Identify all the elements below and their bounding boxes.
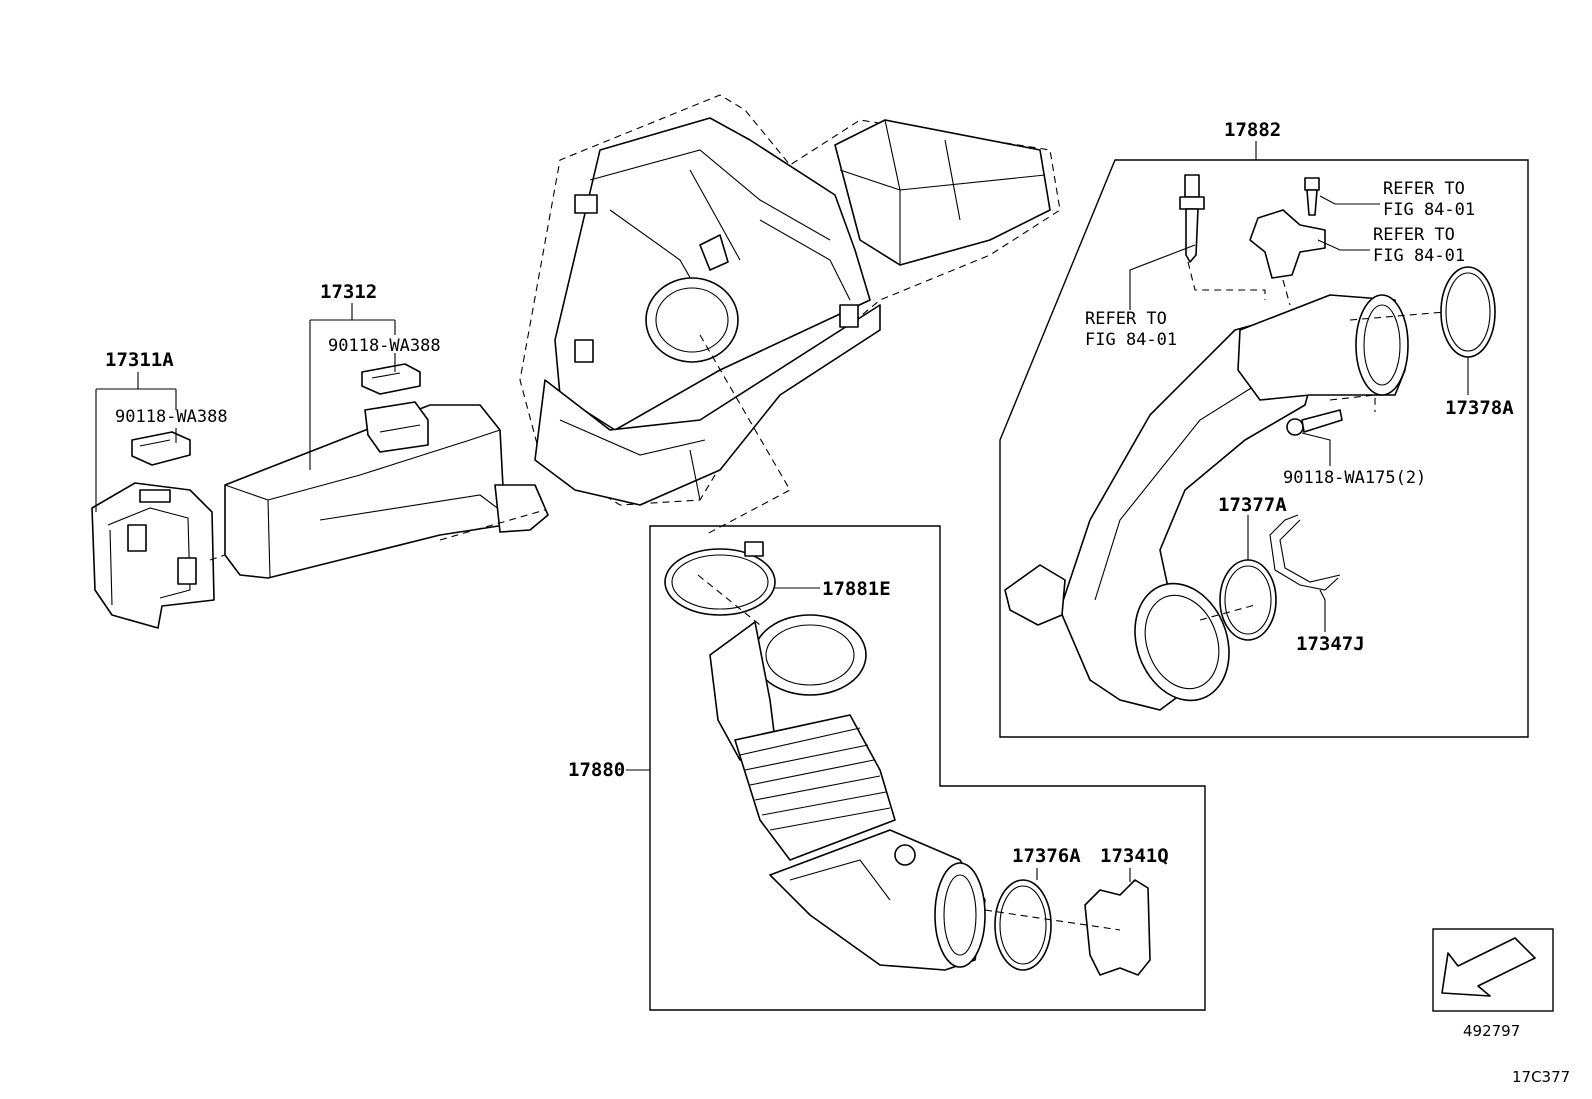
part-17378A-ring [1440, 266, 1496, 358]
label-90118-WA388-b: 90118-WA388 [328, 336, 441, 356]
direction-indicator [1432, 928, 1554, 1012]
part-17882-pipe [1004, 294, 1409, 711]
label-17378A: 17378A [1445, 397, 1514, 419]
figure-code: 17C377 [1512, 1068, 1570, 1086]
part-17311A-inlet [91, 482, 215, 629]
part-17347J-wire-clip [1269, 514, 1341, 591]
label-90118-WA388-a: 90118-WA388 [115, 407, 228, 427]
label-90118-WA175: 90118-WA175(2) [1283, 468, 1426, 488]
part-17881E-band [664, 541, 776, 616]
label-17341Q: 17341Q [1100, 845, 1169, 867]
label-refer-2-line1: REFER TO [1383, 179, 1465, 199]
box-17880 [649, 525, 1206, 1011]
label-refer-1-line2: FIG 84-01 [1085, 330, 1177, 350]
part-17377A-ring [1219, 559, 1277, 641]
clip-90118-WA388-a [131, 431, 191, 466]
label-refer-3-line1: REFER TO [1373, 225, 1455, 245]
label-17347J: 17347J [1296, 633, 1365, 655]
part-17880-hose [709, 614, 986, 971]
label-refer-3-line2: FIG 84-01 [1373, 246, 1465, 266]
label-17312: 17312 [320, 281, 377, 303]
label-refer-1-line1: REFER TO [1085, 309, 1167, 329]
label-17880: 17880 [568, 759, 625, 781]
label-refer-2-line2: FIG 84-01 [1383, 200, 1475, 220]
image-code: 492797 [1463, 1022, 1520, 1040]
box-17882 [999, 159, 1529, 738]
part-17376A-ring [994, 879, 1052, 971]
label-17881E: 17881E [822, 578, 891, 600]
bolt-90118-WA175 [1286, 409, 1343, 436]
air-cleaner-housing [519, 94, 1061, 506]
arrow-down-left-icon [1441, 937, 1536, 997]
sensor-temperature [1179, 174, 1205, 263]
part-17312-duct [224, 401, 549, 579]
leader-lines [95, 141, 1469, 882]
label-17311A: 17311A [105, 349, 174, 371]
clip-90118-WA388-b [361, 363, 421, 395]
sensor-airflow [1249, 177, 1326, 279]
label-17376A: 17376A [1012, 845, 1081, 867]
assembly-centerlines [209, 261, 1446, 931]
part-17341Q-clip [1084, 879, 1151, 976]
label-17377A: 17377A [1218, 494, 1287, 516]
label-17882: 17882 [1224, 119, 1281, 141]
